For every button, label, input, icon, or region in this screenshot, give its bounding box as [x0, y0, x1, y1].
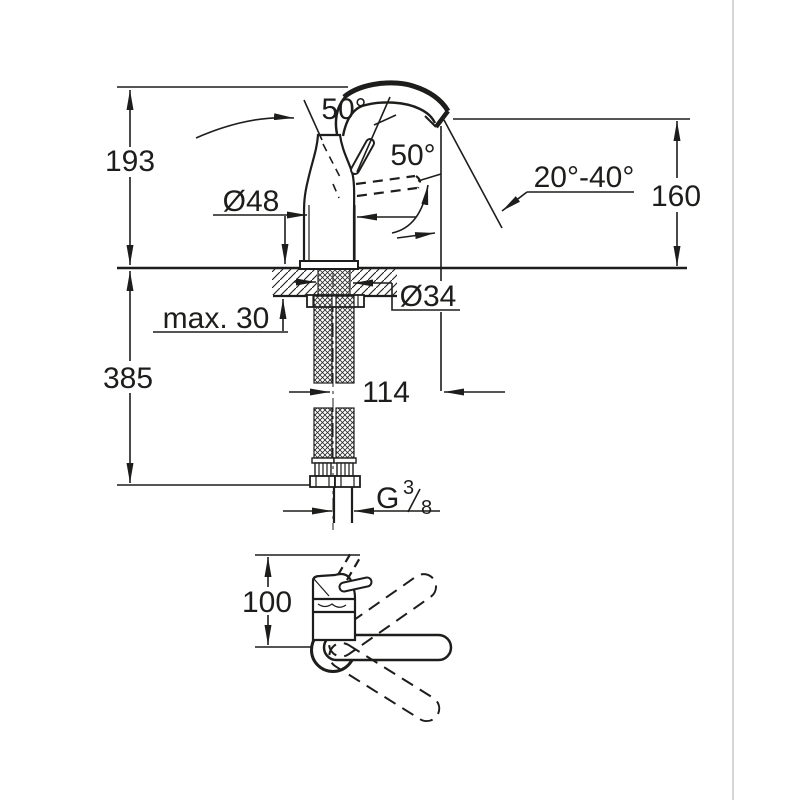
spout-outlet-face [434, 109, 450, 129]
main-view: 193 385 Ø48 max. 30 Ø [103, 80, 701, 530]
lever-horizontal [322, 633, 453, 662]
lever-position-down-dashed [328, 642, 441, 723]
dim-label-385: 385 [103, 362, 153, 395]
dimension-20-40: 20°-40° [501, 161, 635, 212]
dim-label-d48: Ø48 [223, 185, 280, 218]
dim-label-50-side: 50° [390, 139, 435, 172]
shank-and-hoses [309, 267, 361, 523]
dim-label-max30: max. 30 [163, 302, 270, 335]
deck-section [117, 266, 687, 298]
lever-lowered-dashed [355, 173, 442, 198]
dim-label-d34: Ø34 [400, 280, 457, 313]
dim-label-g: G [376, 482, 399, 515]
stream-lines [440, 119, 503, 391]
dimension-max30: max. 30 [153, 216, 289, 335]
dim-label-g38-denominator: 8 [421, 497, 432, 519]
dim-label-20-40: 20°-40° [534, 161, 635, 194]
dim-label-193: 193 [105, 145, 155, 178]
dim-label-100: 100 [242, 586, 292, 619]
dim-label-g38-numerator: 3 [403, 477, 414, 499]
dimension-160: 160 [453, 118, 701, 266]
dimension-114: 114 [289, 376, 505, 409]
dim-label-50-top: 50° [321, 93, 366, 126]
dimension-100: 100 [242, 554, 360, 648]
dim-label-114: 114 [362, 376, 410, 409]
angle-construction-lines [195, 96, 436, 240]
dimension-g38: G 3 8 [283, 477, 440, 519]
faucet-body [299, 133, 359, 270]
front-view: 100 [242, 550, 453, 723]
dimension-d34: Ø34 [294, 278, 460, 313]
dimension-385: 385 [103, 271, 310, 486]
dimension-193: 193 [105, 86, 348, 265]
lever-position-up-dashed [328, 573, 438, 658]
dim-label-160: 160 [651, 180, 701, 213]
dimension-d48: Ø48 [213, 185, 416, 262]
faucet-body-front [311, 550, 373, 642]
spout [334, 80, 451, 137]
fraction-slash [407, 488, 421, 513]
